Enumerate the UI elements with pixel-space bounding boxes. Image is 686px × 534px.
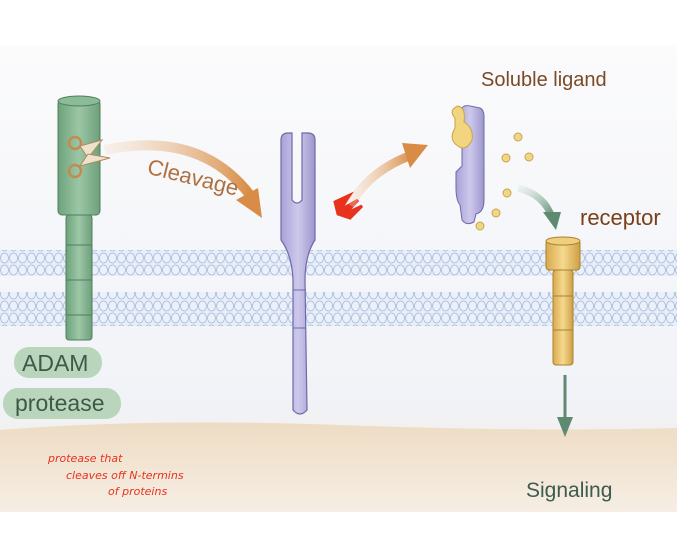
adam-label-pill: [14, 347, 102, 378]
cleavage-arrow: [103, 140, 254, 199]
cleavage-arrowhead: [236, 188, 262, 218]
cytoplasm-ground: [0, 422, 677, 512]
adam-protease: [57, 95, 101, 341]
release-arrowhead: [402, 143, 428, 168]
receptor: [545, 236, 581, 366]
release-arrow: [346, 150, 414, 208]
adam-label: ADAM: [22, 350, 88, 376]
soluble-ligand-fragment: [451, 105, 485, 225]
ligand-particles: [475, 132, 534, 231]
soluble-ligand-label: Soluble ligand: [481, 69, 607, 91]
annotation-line-1: protease that: [47, 452, 123, 465]
handwritten-annotation: protease that cleaves off N-termins of p…: [47, 452, 184, 498]
binding-arrowhead: [543, 212, 561, 230]
protease-label: protease: [15, 390, 105, 416]
scissors-icon: [67, 135, 111, 179]
membrane-lower-leaflet: [0, 292, 677, 326]
protease-label-pill: [3, 388, 121, 419]
red-scribble-mark: [333, 191, 364, 220]
signaling-label: Signaling: [526, 479, 612, 502]
membrane-precursor-protein: [280, 132, 316, 415]
annotation-line-3: of proteins: [108, 485, 167, 498]
receptor-label: receptor: [580, 205, 661, 230]
signaling-arrowhead: [557, 417, 573, 437]
annotation-line-2: cleaves off N-termins: [66, 469, 184, 482]
